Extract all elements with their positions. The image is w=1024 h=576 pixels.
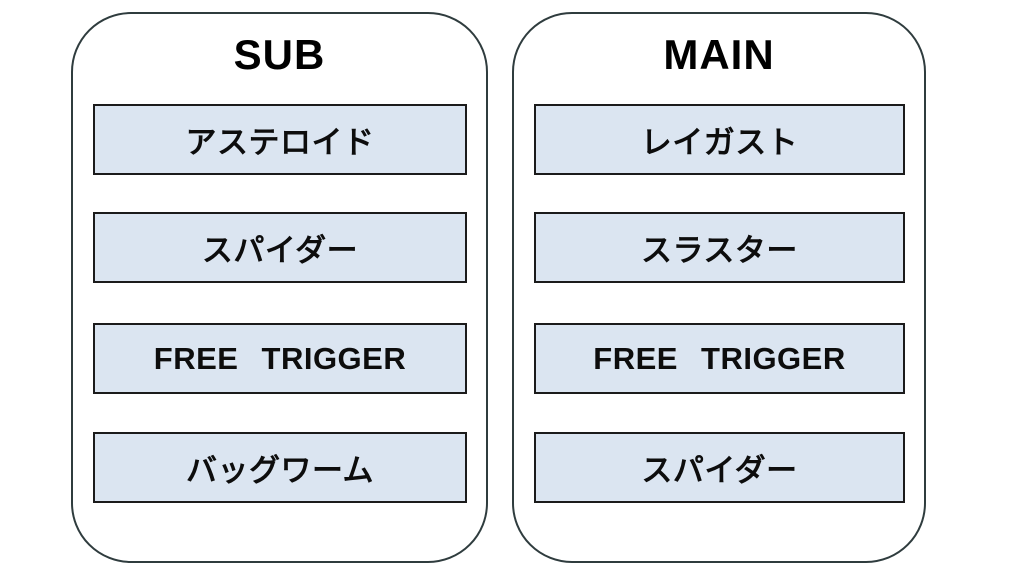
sub-panel-title: SUB xyxy=(233,31,326,78)
sub-trigger-slot-4-label: バッグワーム xyxy=(185,453,375,488)
main-trigger-slot-3: FREE TRIGGER xyxy=(534,323,905,394)
main-trigger-slot-1-label: レイガスト xyxy=(640,125,799,160)
main-panel-title: MAIN xyxy=(663,31,775,78)
main-trigger-slot-3-label: FREE TRIGGER xyxy=(593,340,846,376)
main-trigger-slot-1: レイガスト xyxy=(534,104,905,175)
sub-trigger-slot-2-label: スパイダー xyxy=(201,233,359,268)
sub-trigger-slot-1-label: アステロイド xyxy=(185,125,375,160)
sub-panel: SUB アステロイド スパイダー FREE TRIGGER バッグワーム xyxy=(71,12,488,563)
sub-trigger-slot-3-label: FREE TRIGGER xyxy=(153,340,407,376)
main-trigger-slot-4: スパイダー xyxy=(534,432,905,503)
sub-trigger-slot-2: スパイダー xyxy=(93,212,467,283)
sub-trigger-slot-4: バッグワーム xyxy=(93,432,467,503)
main-trigger-slot-2-label: スラスター xyxy=(641,233,798,268)
main-panel: MAIN レイガスト スラスター FREE TRIGGER スパイダー xyxy=(512,12,926,563)
sub-trigger-slot-3: FREE TRIGGER xyxy=(93,323,467,394)
main-trigger-slot-2: スラスター xyxy=(534,212,905,283)
sub-trigger-slot-1: アステロイド xyxy=(93,104,467,175)
main-trigger-slot-4-label: スパイダー xyxy=(641,453,798,488)
